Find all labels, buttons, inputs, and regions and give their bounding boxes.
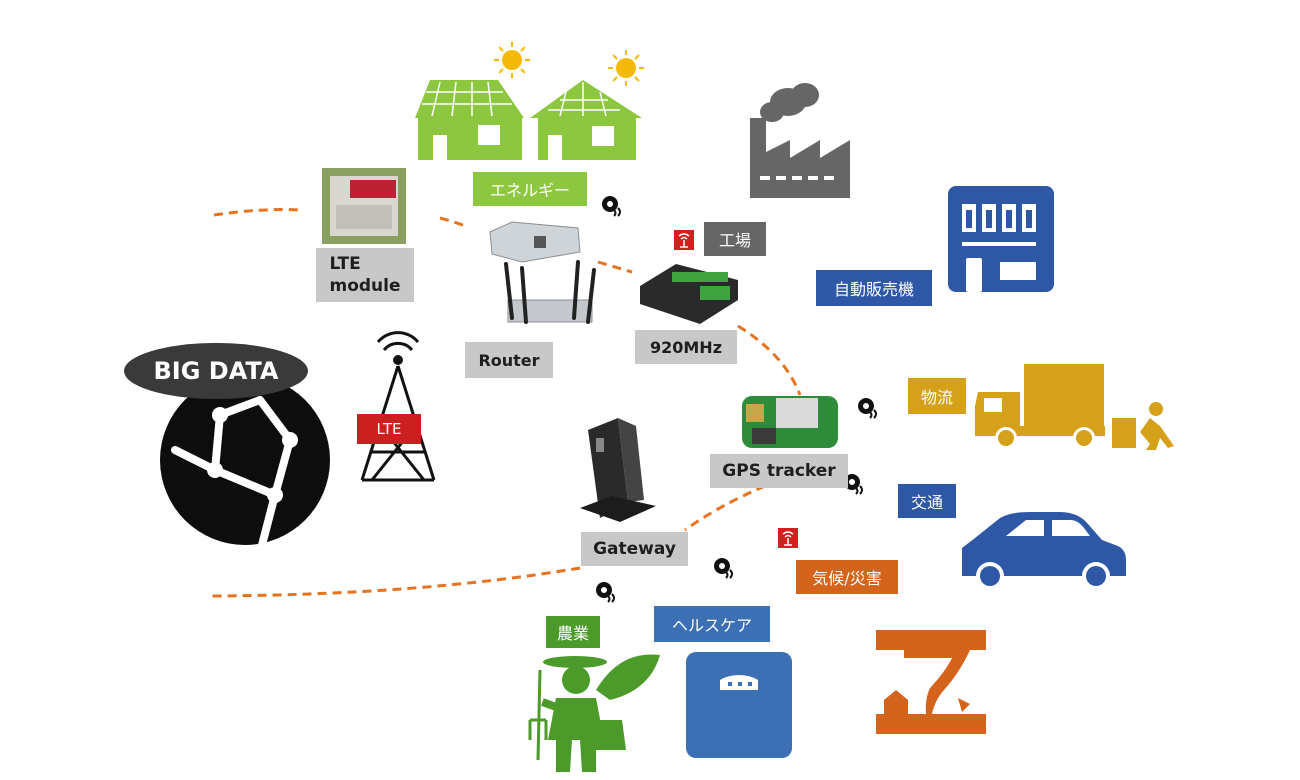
radio-wave-icon xyxy=(674,230,694,250)
radio-wave-icon xyxy=(778,528,798,548)
link-gateway-bigdata xyxy=(209,566,581,598)
factory-label: 工場 xyxy=(704,222,766,256)
logistics-label: 物流 xyxy=(908,378,966,414)
traffic-label: 交通 xyxy=(898,484,956,518)
gateway-image xyxy=(580,418,656,522)
truck-icon xyxy=(975,364,1174,450)
agriculture-label: 農業 xyxy=(546,616,600,648)
freq-920-label: 920MHz xyxy=(635,330,737,364)
sensor-icon xyxy=(844,474,863,495)
lte-module-image xyxy=(322,168,406,244)
gps-tracker-image xyxy=(742,396,838,448)
link-bigdata-lte-module xyxy=(213,208,303,217)
vending-machine-icon xyxy=(948,186,1054,292)
sensor-icon xyxy=(596,582,615,603)
scale-icon xyxy=(686,652,792,758)
sensor-icon xyxy=(714,558,733,579)
lte-tower-icon xyxy=(360,331,436,482)
big-data-globe-icon xyxy=(124,343,330,549)
router-image xyxy=(489,221,596,324)
router-label: Router xyxy=(465,342,553,378)
vending-label: 自動販売機 xyxy=(816,270,932,306)
sensor-icons xyxy=(596,196,877,603)
energy-label: エネルギー xyxy=(473,172,587,206)
link-module-router xyxy=(439,216,466,228)
lte-tower-label: LTE xyxy=(357,414,421,444)
gateway-label: Gateway xyxy=(581,532,688,566)
lte-module-label: LTE module xyxy=(316,248,414,302)
tornado-disaster-icon xyxy=(876,630,986,734)
link-router-920 xyxy=(597,260,633,274)
solar-houses-icon xyxy=(415,42,644,160)
factory-icon xyxy=(750,83,850,198)
gps-tracker-label: GPS tracker xyxy=(710,454,848,488)
healthcare-label: ヘルスケア xyxy=(654,606,770,642)
climate-label: 気候/災害 xyxy=(796,560,898,594)
radio-wave-icons xyxy=(674,230,798,548)
link-gps-gateway xyxy=(684,484,766,532)
device-920mhz-image xyxy=(640,264,738,324)
sensor-icon xyxy=(602,196,621,217)
link-920-gps xyxy=(737,324,802,396)
connection-lines xyxy=(209,208,802,598)
car-icon xyxy=(962,512,1126,590)
farmer-icon xyxy=(528,654,660,772)
big-data-label: BIG DATA xyxy=(153,357,279,385)
sensor-icon xyxy=(858,398,877,419)
